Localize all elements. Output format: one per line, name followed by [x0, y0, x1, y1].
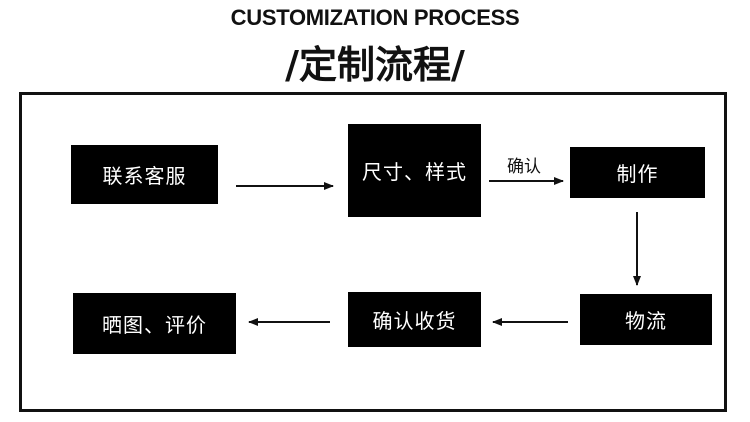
node-production: 制作: [570, 147, 705, 198]
node-contact-label: 联系客服: [102, 164, 187, 188]
node-size-style-label: 尺寸、样式: [362, 160, 467, 184]
node-size-style: 尺寸、样式: [348, 124, 481, 217]
node-production-label: 制作: [616, 162, 659, 186]
node-logistics: 物流: [580, 294, 712, 345]
node-review-label: 晒图、评价: [102, 313, 207, 337]
node-review: 晒图、评价: [73, 293, 236, 354]
node-confirm-receipt-label: 确认收货: [372, 309, 457, 333]
diagram-frame: [19, 92, 727, 412]
edge-label-confirm: 确认: [507, 157, 541, 177]
node-logistics-label: 物流: [625, 309, 667, 333]
title-english: CUSTOMIZATION PROCESS: [230, 5, 520, 30]
title-chinese: /定制流程/: [285, 43, 465, 87]
node-confirm-receipt: 确认收货: [348, 292, 481, 347]
node-contact: 联系客服: [71, 145, 218, 204]
